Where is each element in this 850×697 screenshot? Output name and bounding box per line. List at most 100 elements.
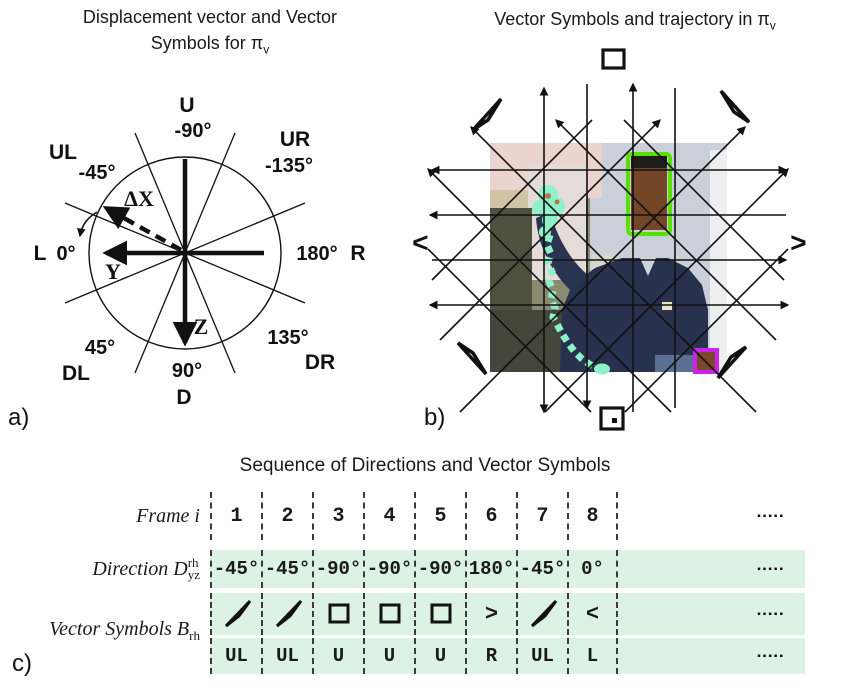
symbols-label-text: Vector Symbols B xyxy=(49,618,190,640)
label-dl-deg: 45° xyxy=(85,337,115,359)
frame-cell: 2 xyxy=(261,492,312,540)
direction-cell: -90° xyxy=(414,550,465,588)
label-r-deg: 180° xyxy=(296,243,337,265)
u-symbol-icon xyxy=(379,603,400,624)
ellipsis: ▪▪▪▪▪ xyxy=(618,593,805,635)
sequence-table: Frame i 1 2 3 4 5 6 7 8 ▪▪▪▪▪ Direction … xyxy=(0,492,850,674)
direction-cell: -45° xyxy=(516,550,567,588)
pi-subscript: v xyxy=(263,42,270,57)
direction-cell: -90° xyxy=(363,550,414,588)
pi-subscript: v xyxy=(769,18,776,33)
symbols-subscript: rh xyxy=(189,628,200,643)
symbol-cell xyxy=(414,593,465,635)
u-symbol-icon xyxy=(430,603,451,624)
frame-row: Frame i 1 2 3 4 5 6 7 8 ▪▪▪▪▪ xyxy=(0,492,850,540)
symbols-row-label-spacer xyxy=(0,593,210,635)
ul-symbol-icon xyxy=(471,97,503,132)
symbols-row-label: Vector Symbols Brh xyxy=(0,618,200,644)
symbol-cell: < xyxy=(567,593,618,635)
direction-circle xyxy=(88,156,282,350)
label-l: L xyxy=(34,242,47,265)
ur-symbol-icon xyxy=(719,89,751,124)
label-r: R xyxy=(350,242,365,265)
frame-cell: 8 xyxy=(567,492,618,540)
direction-cell: -45° xyxy=(261,550,312,588)
letter-cell: UL xyxy=(516,638,567,674)
label-u-deg: -90° xyxy=(175,120,212,142)
table-title: Sequence of Directions and Vector Symbol… xyxy=(239,455,611,476)
label-l-deg: 0° xyxy=(56,243,75,265)
letter-cell: UL xyxy=(210,638,261,674)
displacement-vector-arrow xyxy=(102,206,183,252)
r-symbol-icon: > xyxy=(790,230,807,261)
photo xyxy=(490,143,727,372)
face xyxy=(631,168,667,230)
panel-a-title-line2: Symbols for π xyxy=(150,33,264,54)
label-dr-deg: 135° xyxy=(267,327,308,349)
direction-superscript: rh xyxy=(187,555,199,571)
symbol-cell xyxy=(312,593,363,635)
u-symbol-icon xyxy=(328,603,349,624)
frame-cell: 5 xyxy=(414,492,465,540)
direction-grid-lines xyxy=(427,82,790,414)
direction-subscript: yz xyxy=(187,567,200,582)
frame-cell: 4 xyxy=(363,492,414,540)
letter-cell: U xyxy=(414,638,465,674)
ul-symbol-icon xyxy=(530,599,557,628)
ul-symbol-icon xyxy=(224,599,251,628)
direction-cell: -45° xyxy=(210,550,261,588)
frame-row-label: Frame i xyxy=(136,504,200,527)
label-z-axis: Z xyxy=(194,314,209,339)
label-ul: UL xyxy=(49,141,77,164)
direction-cell: 0° xyxy=(567,550,618,588)
angle-arc-arrow xyxy=(77,211,98,238)
ellipsis: ▪▪▪▪▪ xyxy=(757,510,785,522)
frame-cell: 1 xyxy=(210,492,261,540)
frame-cell: 6 xyxy=(465,492,516,540)
frame-cell: 3 xyxy=(312,492,363,540)
direction-cell: -90° xyxy=(312,550,363,588)
symbols-row: > < ▪▪▪▪▪ xyxy=(0,593,850,635)
letter-cell: L xyxy=(567,638,618,674)
letter-cell: U xyxy=(363,638,414,674)
hand-detection-box xyxy=(693,348,719,374)
u-symbol-icon xyxy=(601,48,626,70)
letters-row-label-spacer xyxy=(0,638,210,674)
d-symbol-icon xyxy=(599,406,625,431)
symbol-cell xyxy=(516,593,567,635)
trajectory-panel: < > xyxy=(412,48,807,431)
direction-circle-diagram: U -90° UR -135° UL -45° L 0° 180° R 45° … xyxy=(34,94,366,409)
symbol-cell: > xyxy=(465,593,516,635)
label-dl: DL xyxy=(62,362,90,385)
symbol-cell xyxy=(210,593,261,635)
direction-label-text: Direction D xyxy=(92,557,188,580)
letter-cell: UL xyxy=(261,638,312,674)
label-u: U xyxy=(179,94,194,117)
axes xyxy=(102,159,264,347)
dl-symbol-icon xyxy=(456,341,488,376)
ellipsis: ▪▪▪▪▪ xyxy=(618,550,805,588)
panel-a-title: Displacement vector and Vector Symbols f… xyxy=(0,4,420,59)
l-symbol-icon: < xyxy=(412,230,429,261)
trajectory-end-blob xyxy=(594,363,610,375)
panel-a-title-line1: Displacement vector and Vector xyxy=(82,7,338,27)
panel-b-corner-label: b) xyxy=(424,404,446,431)
frame-cell: 7 xyxy=(516,492,567,540)
letter-cell: U xyxy=(312,638,363,674)
ellipsis: ▪▪▪▪▪ xyxy=(618,638,805,674)
label-d-deg: 90° xyxy=(172,360,202,382)
label-ur-deg: -135° xyxy=(265,155,313,177)
panel-b-title: Vector Symbols and trajectory in πv xyxy=(420,6,850,35)
label-y-axis: Y xyxy=(105,259,121,284)
panel-c-corner-label: c) xyxy=(12,650,32,677)
face-detection-box xyxy=(626,152,672,236)
letters-row: UL UL U U U R UL L ▪▪▪▪▪ xyxy=(0,638,850,674)
panel-a-corner-label: a) xyxy=(8,404,30,431)
symbol-cell xyxy=(261,593,312,635)
label-d: D xyxy=(176,386,191,409)
dr-symbol-icon xyxy=(716,345,748,380)
symbol-cell xyxy=(363,593,414,635)
label-dr: DR xyxy=(305,351,335,374)
